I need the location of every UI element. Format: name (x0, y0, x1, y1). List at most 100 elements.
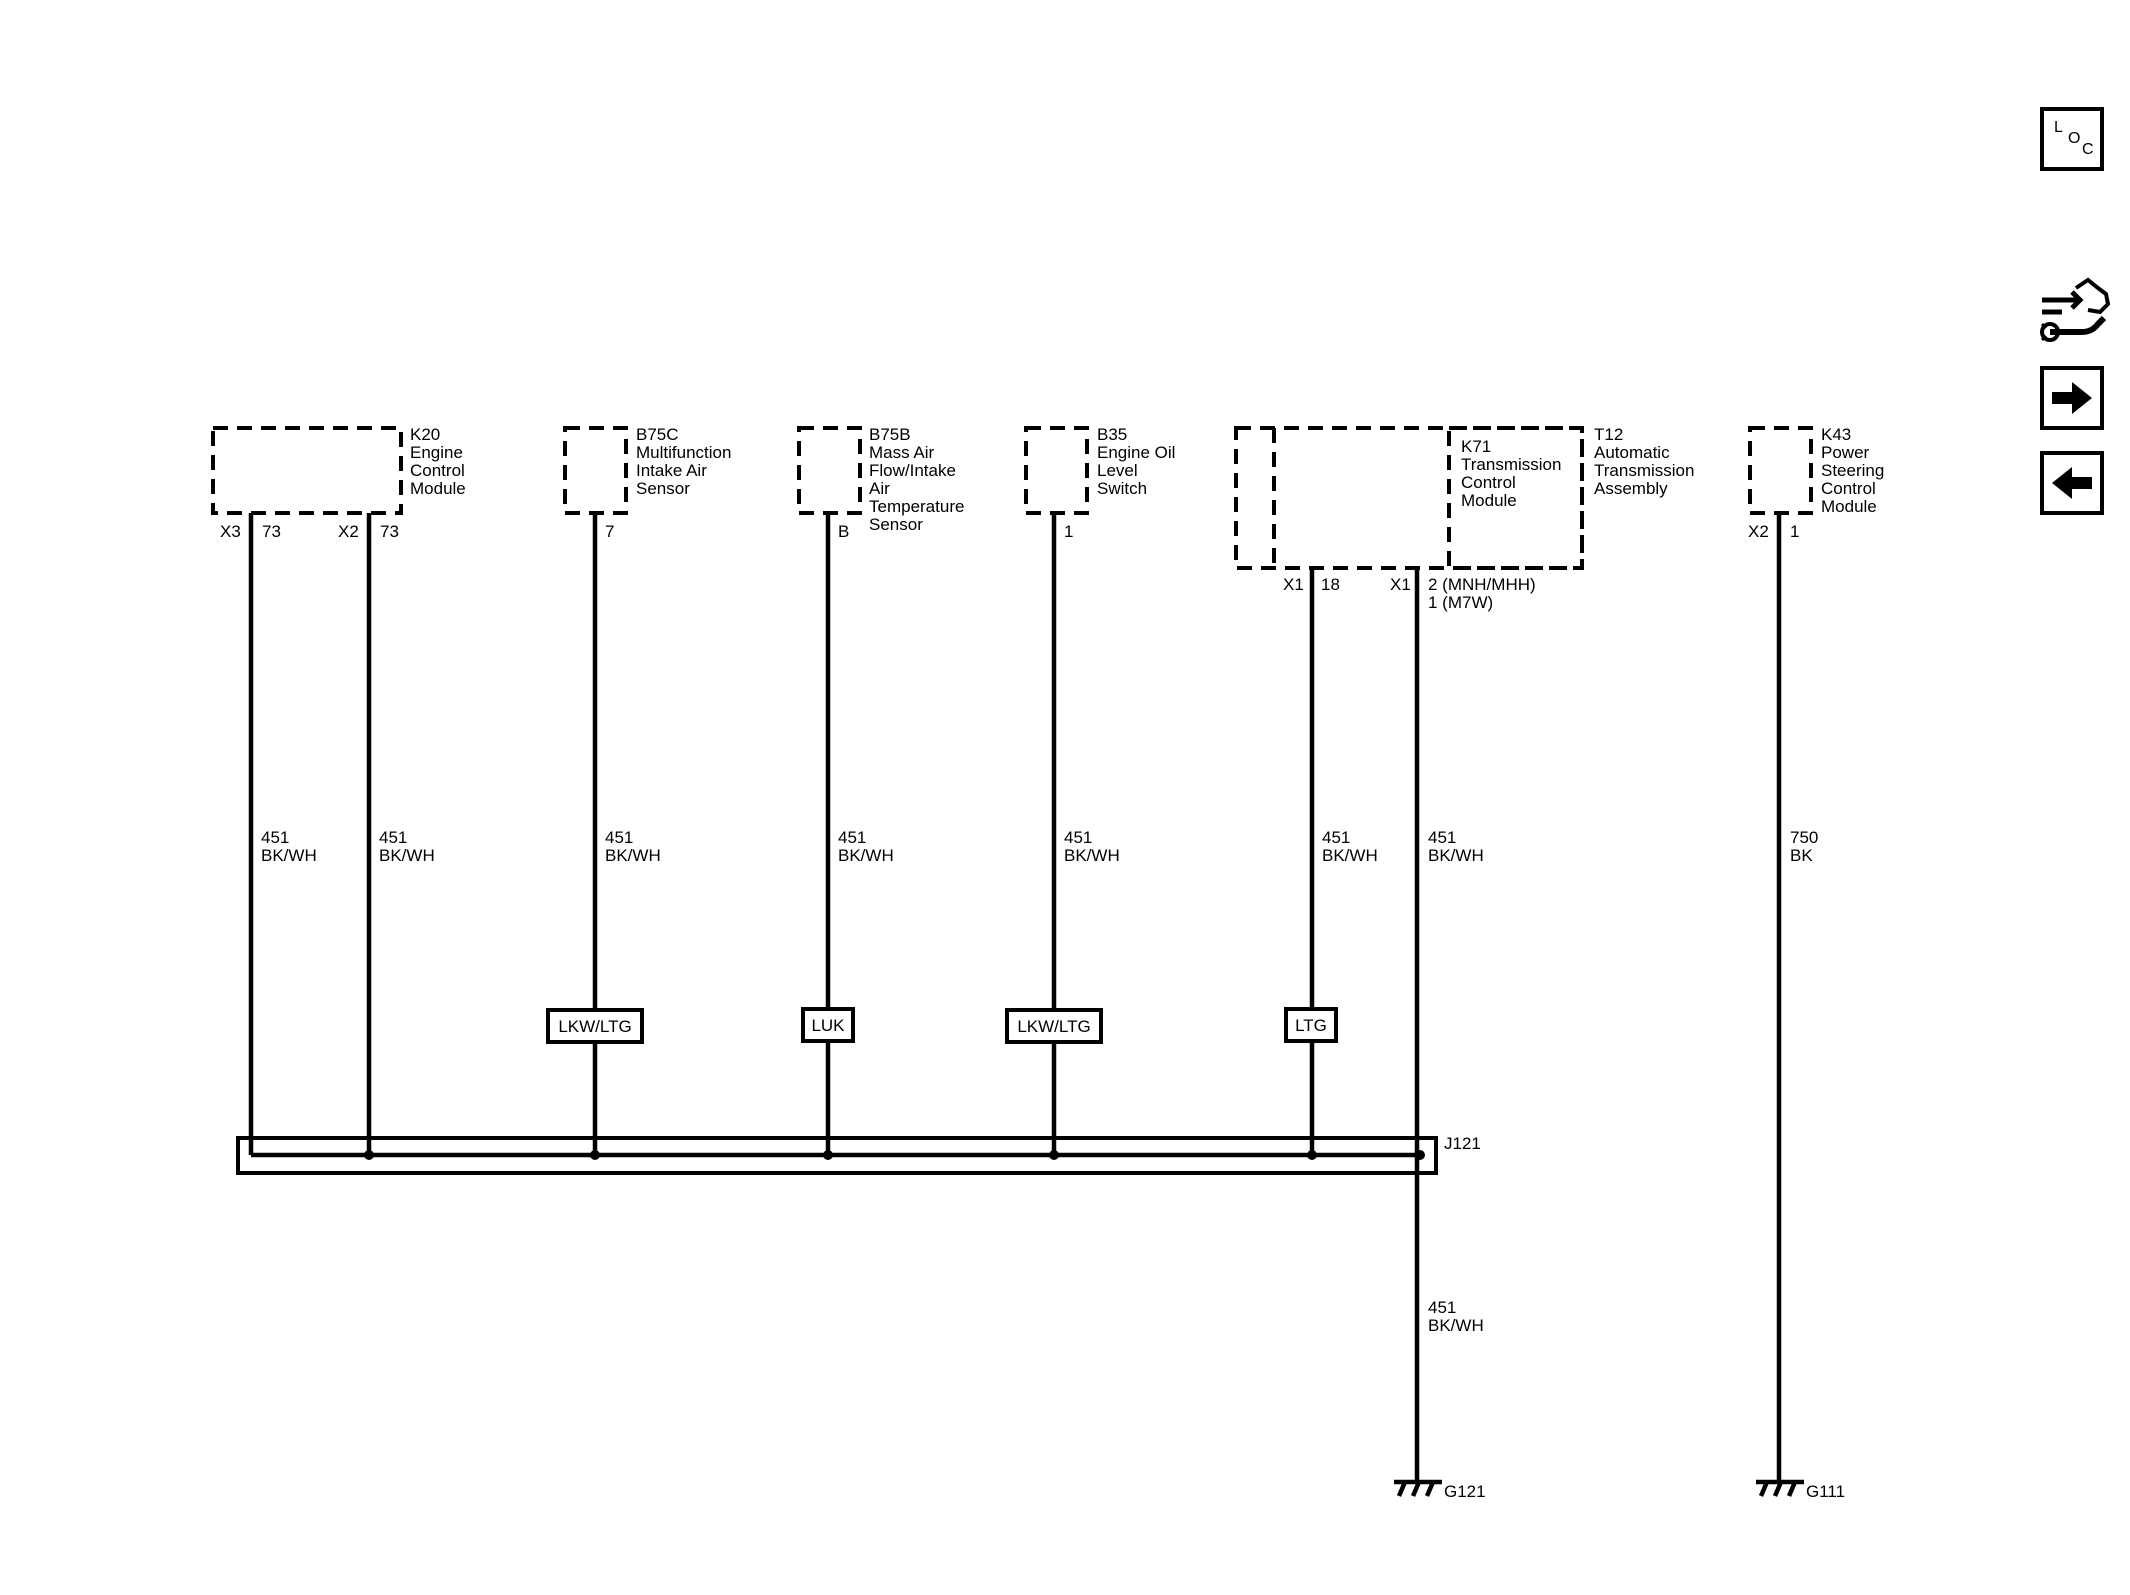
component-name-line: Automatic (1594, 443, 1670, 462)
t12-outline[interactable] (1234, 426, 1584, 570)
component-name-line: Module (1461, 491, 1517, 510)
loc-letter: O (2068, 130, 2081, 147)
wire-circuit: 451 (605, 828, 633, 847)
k43-connector: X2 (1748, 522, 1769, 541)
wire-color: BK (1790, 846, 1813, 865)
b35-id: B35 (1097, 425, 1127, 444)
component-name-line: Assembly (1594, 479, 1668, 498)
component-name-line: Switch (1097, 479, 1147, 498)
wire-color: BK/WH (838, 846, 894, 865)
g111-label: G111 (1806, 1482, 1845, 1501)
wire-color: BK/WH (1064, 846, 1120, 865)
wire-color: BK/WH (1322, 846, 1378, 865)
b75b-label: B75B Mass Air Flow/Intake Air Temperatur… (869, 425, 964, 534)
component-name-line: LKW/LTG (558, 1017, 631, 1036)
b75c-id: B75C (636, 425, 679, 444)
splice-dot (590, 1150, 600, 1160)
component-tool-icon[interactable] (2036, 276, 2112, 346)
wire-labels: 451 BK/WH 451 BK/WH 451 BK/WH 451 BK/WH … (261, 828, 1818, 1335)
j121-label: J121 (1444, 1134, 1481, 1153)
b75c-outline[interactable] (563, 426, 628, 515)
k71-x1-connector-b: X1 (1390, 575, 1411, 594)
k43-pin: 1 (1790, 522, 1799, 541)
component-name-line: Sensor (869, 515, 923, 534)
k43-outline[interactable] (1748, 426, 1813, 515)
b75c-pin: 7 (605, 522, 614, 541)
b75b-outline[interactable] (797, 426, 862, 515)
k20-x2-connector: X2 (338, 522, 359, 541)
k43-id: K43 (1821, 425, 1851, 444)
component-name-line: Control (1461, 473, 1516, 492)
ground-g111[interactable] (1756, 1479, 1804, 1497)
k71-outline[interactable] (1447, 426, 1584, 570)
component-name-line: Control (1821, 479, 1876, 498)
arrow-right-icon[interactable] (2040, 366, 2104, 430)
option-box-b35: LKW/LTG (1005, 1008, 1103, 1044)
component-name-line: Mass Air (869, 443, 935, 462)
splice-dot (1049, 1150, 1059, 1160)
option-box-b75c: LKW/LTG (546, 1008, 644, 1044)
component-name-line: Steering (1821, 461, 1884, 480)
wire-color: BK/WH (379, 846, 435, 865)
k71-x1-pin-a: 18 (1321, 575, 1340, 594)
k20-x3-connector: X3 (220, 522, 241, 541)
wire-circuit: 451 (379, 828, 407, 847)
k20-outline[interactable] (211, 426, 403, 515)
k20-label: K20 Engine Control Module (410, 425, 466, 498)
component-name-line: Flow/Intake (869, 461, 956, 480)
splice-dot (1415, 1150, 1425, 1160)
component-name-line: Multifunction (636, 443, 731, 462)
wire-circuit: 451 (1428, 828, 1456, 847)
wire-circuit: 451 (1064, 828, 1092, 847)
wire-color: BK/WH (1428, 1316, 1484, 1335)
component-name-line: Intake Air (636, 461, 707, 480)
k20-id: K20 (410, 425, 440, 444)
option-box-k71: LTG (1284, 1007, 1338, 1043)
splice-dot (1307, 1150, 1317, 1160)
k71-id: K71 (1461, 437, 1491, 456)
component-name-line: Module (1821, 497, 1877, 516)
k71-label: K71 Transmission Control Module (1461, 437, 1561, 510)
component-name-line: Power (1821, 443, 1870, 462)
splice-dot (823, 1150, 833, 1160)
b35-outline[interactable] (1024, 426, 1089, 515)
k43-label: K43 Power Steering Control Module (1821, 425, 1884, 516)
k71-x1-pin-b1: 2 (MNH/MHH) (1428, 575, 1536, 594)
wire-circuit: 451 (1322, 828, 1350, 847)
j121-shield[interactable] (236, 1136, 1438, 1175)
k20-x2-pin: 73 (380, 522, 399, 541)
loc-icon[interactable]: L O C (2040, 107, 2104, 171)
wire-color: BK/WH (261, 846, 317, 865)
t12-label: T12 Automatic Transmission Assembly (1594, 425, 1694, 498)
b35-label: B35 Engine Oil Level Switch (1097, 425, 1175, 498)
arrow-left-icon[interactable] (2040, 451, 2104, 515)
component-name-line: LUK (811, 1016, 845, 1035)
k71-x1-connector-a: X1 (1283, 575, 1304, 594)
splice-dot (364, 1150, 374, 1160)
b75b-id: B75B (869, 425, 911, 444)
component-name-line: Temperature (869, 497, 964, 516)
k20-x3-pin: 73 (262, 522, 281, 541)
component-name-line: Air (869, 479, 890, 498)
b35-pin: 1 (1064, 522, 1073, 541)
component-name-line: Control (410, 461, 465, 480)
t12-id: T12 (1594, 425, 1623, 444)
loc-letter: C (2082, 141, 2094, 158)
component-name-line: Sensor (636, 479, 690, 498)
b75b-pin: B (838, 522, 849, 541)
component-name-line: Level (1097, 461, 1138, 480)
b75c-label: B75C Multifunction Intake Air Sensor (636, 425, 731, 498)
component-name-line: Engine Oil (1097, 443, 1175, 462)
component-name-line: Transmission (1461, 455, 1561, 474)
component-name-line: Module (410, 479, 466, 498)
component-name-line: Transmission (1594, 461, 1694, 480)
ground-g121[interactable] (1394, 1479, 1442, 1497)
loc-letter: L (2054, 119, 2063, 136)
wire-color: BK/WH (1428, 846, 1484, 865)
g121-label: G121 (1444, 1482, 1486, 1501)
option-box-b75b: LUK (801, 1007, 855, 1043)
wire-color: BK/WH (605, 846, 661, 865)
wire-circuit: 750 (1790, 828, 1818, 847)
wire-circuit: 451 (261, 828, 289, 847)
